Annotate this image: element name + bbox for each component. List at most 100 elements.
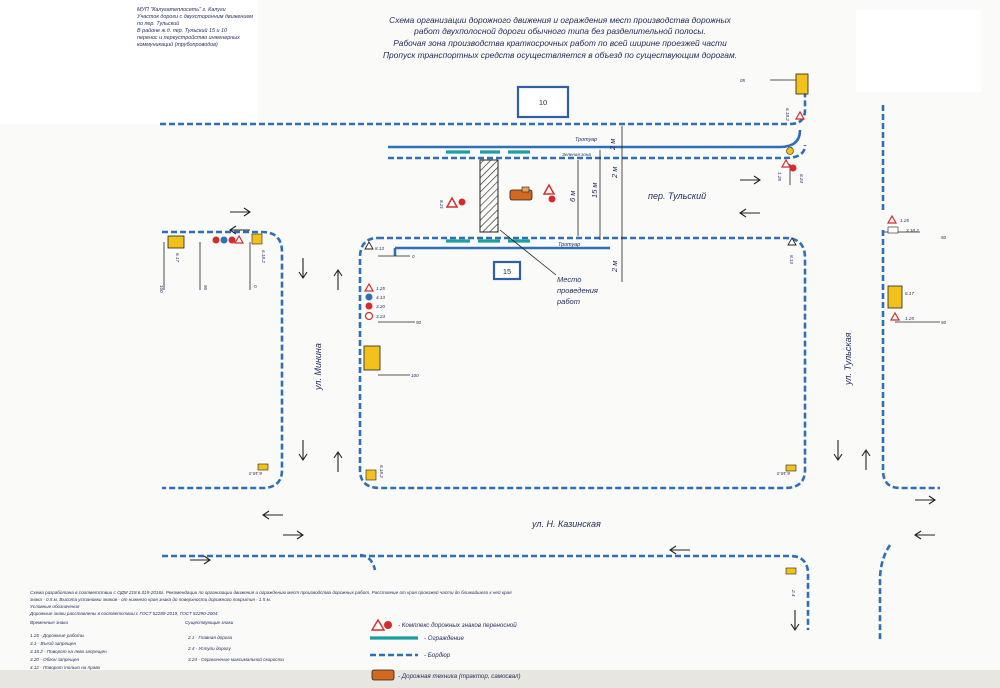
road-edge-top-north	[160, 78, 807, 126]
work-site-label: проведения	[557, 286, 598, 295]
temp-sign-item: 3.18.2 - Поворот на лево запрещен	[30, 649, 107, 654]
sign-code: 1.25	[376, 286, 385, 291]
legend-complex-icon	[370, 618, 386, 631]
road-works-sign-icon	[794, 110, 806, 120]
legend-fence-label: - Ограждение	[424, 635, 464, 642]
road-works-sign-icon	[886, 214, 898, 224]
street-tulsky: пер. Тульский	[648, 191, 706, 201]
arrow-east	[915, 495, 936, 505]
detour-sign-icon	[365, 469, 377, 481]
sign-code: 3.18.2	[906, 228, 919, 233]
work-site-leader	[499, 229, 557, 276]
yield-sign-icon	[364, 241, 374, 250]
building-15	[492, 260, 522, 281]
sign-code: 4.13	[376, 295, 385, 300]
detour-sign-icon	[785, 567, 797, 575]
sidewalk-bottom-label: Тротуар	[558, 242, 580, 248]
header-left-line: Участок дороги с двухсторонним движением	[136, 14, 253, 20]
header-left-line: коммуникаций (трубопроводов)	[137, 41, 218, 48]
road-works-sign-icon	[363, 282, 375, 292]
temp-sign-item: 1.25 - Дорожные работы	[30, 633, 85, 638]
prohibition-sign-icon	[365, 302, 373, 310]
legend-machine-label: - Дорожная техника (трактор, самосвал)	[398, 673, 521, 680]
redacted-block-left	[0, 0, 258, 124]
dimension-label: 6 м	[568, 191, 577, 202]
arrow-north	[333, 269, 343, 290]
main-road-sign-icon	[786, 147, 794, 155]
header-left-line: МУП "Калугатеплосеть" г. Калуги	[137, 7, 226, 13]
sidewalk-top-label: Тротуар	[575, 137, 597, 143]
road-machine-icon	[509, 189, 533, 201]
speed-limit-sign-icon	[364, 311, 374, 321]
temp-sign-item: 3.20 - Обгон запрещен	[30, 657, 79, 662]
header-left: МУП "Калугатеплосеть" г. Калуги Участок …	[136, 7, 253, 48]
road-edge-east-2	[881, 230, 940, 490]
traffic-arrows	[190, 175, 936, 631]
distance-label: 0	[253, 285, 258, 288]
notes-block: Схема разработана в соответствии с ОДМ 2…	[29, 589, 512, 670]
arrow-south	[790, 610, 800, 631]
title-line: Рабочая зона производства краткосрочных …	[393, 38, 727, 48]
sign-code: 6.18.2	[261, 250, 266, 263]
curb-green-zone	[388, 129, 802, 149]
prohibition-sign-icon	[212, 236, 220, 244]
sign-code: 6.17	[905, 291, 914, 296]
direction-sign-icon	[365, 293, 373, 301]
road-network	[160, 78, 940, 640]
temp-signs-header: Временные знаки	[30, 620, 68, 625]
dimension-label: 15 м	[590, 182, 599, 198]
note-line: Условные обозначения	[30, 604, 80, 609]
note-line: Дорожные знаки расставлены в соответстви…	[29, 611, 218, 616]
road-works-sign-icon	[542, 183, 556, 195]
arrow-east	[230, 207, 251, 217]
legend-complex-label: - Комплекс дорожных знаков переносной	[398, 622, 517, 629]
road-works-sign-icon	[780, 158, 792, 168]
plate-sign-icon	[887, 226, 899, 234]
detour-sign-icon	[795, 73, 809, 95]
road-edge-south-east	[878, 544, 892, 640]
sign-code: 3.20	[376, 304, 385, 309]
work-site-label: Место	[557, 275, 581, 284]
road-works-sign-icon	[889, 311, 901, 321]
building-10	[516, 85, 570, 119]
dimension-label: 2 м	[608, 139, 617, 151]
distance-label: 100	[411, 373, 419, 378]
sign-code: 1.25	[777, 172, 782, 181]
note-line: знака - 0.5 м. Высота установки знаков -…	[29, 597, 271, 602]
paper-bottom-shadow	[0, 670, 1000, 688]
detour-sign-icon	[257, 463, 269, 471]
no-entry-sign-icon	[789, 164, 797, 172]
arrow-west	[262, 510, 283, 520]
sign-code: 6.18.3	[777, 471, 790, 476]
sign-code: 8.21	[439, 200, 444, 209]
arrow-west	[914, 530, 935, 540]
redacted-block-right	[856, 10, 981, 92]
title-line: Схема организации дорожного движения и о…	[389, 15, 731, 25]
arrow-south	[298, 440, 308, 461]
distance-label: 50	[203, 285, 208, 291]
dimension-label: 2 м	[610, 261, 619, 273]
dimension-label: 2 м	[610, 167, 619, 179]
detour-sign-icon	[251, 233, 263, 245]
arrow-west	[229, 225, 250, 235]
road-works-sign-icon	[445, 196, 459, 208]
arrow-west	[739, 208, 760, 218]
street-tulskaya: ул. Тульская	[843, 332, 853, 386]
road-edge-central-block	[358, 236, 807, 490]
sign-code: 1.25	[900, 218, 909, 223]
arrow-north	[333, 451, 343, 472]
road-edge-south	[162, 554, 810, 630]
distance-label: 50	[416, 320, 422, 325]
green-zone-label: Зеленая зона	[562, 152, 591, 157]
exist-signs-header: Существующие знаки	[185, 620, 234, 625]
sign-code: 2.4	[791, 589, 796, 597]
sign-code: 8.13	[375, 246, 384, 251]
road-signs: 8.21 6.17 6.18.2 8.13 1.25 4.13 3.20 3.2…	[167, 73, 919, 597]
sign-code: 6.17	[175, 253, 180, 262]
title-line: Пропуск транспортных средств осуществляе…	[383, 50, 737, 60]
no-entry-sign-icon	[457, 197, 467, 207]
machine-cab	[521, 186, 530, 193]
distance-label: 50	[941, 235, 947, 240]
yield-sign-icon	[787, 237, 797, 246]
